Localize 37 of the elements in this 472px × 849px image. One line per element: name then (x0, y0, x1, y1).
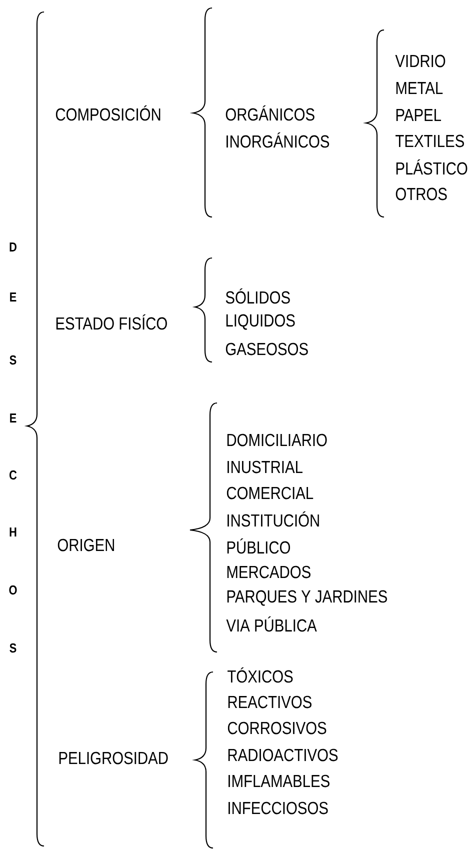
list-item: GASEOSOS (226, 342, 308, 356)
list-item: RADIOACTIVOS (228, 748, 338, 762)
list-item: INUSTRIAL (228, 460, 302, 474)
list-item: PLÁSTICO (396, 159, 468, 175)
vertical-letter: D (10, 242, 16, 252)
list-item: ORGÁNICOS (226, 105, 314, 121)
list-item: IMFLAMABLES (228, 774, 330, 788)
vertical-letter: C (10, 470, 17, 480)
list-item: INFECCIOSOS (228, 802, 328, 814)
vertical-letter: E (10, 292, 16, 302)
list-item: SÓLIDOS (226, 288, 290, 304)
list-item: PÚBLICO (227, 538, 290, 554)
category-label: ESTADO FISÍCO (56, 314, 167, 330)
list-item: TÓXICOS (228, 667, 293, 683)
category-label: COMPOSICIÓN (56, 105, 160, 121)
list-item: INORGÁNICOS (226, 132, 330, 148)
list-item: COMERCIAL (226, 486, 314, 500)
list-item: LIQUIDOS (226, 314, 295, 330)
list-item: PAPEL (396, 108, 442, 122)
list-item: CORROSIVOS (228, 722, 326, 734)
list-item: OTROS (396, 188, 447, 200)
list-item: MERCADOS (227, 566, 310, 578)
list-item: PARQUES Y JARDINES (227, 590, 387, 606)
category-label: PELIGROSIDAD (59, 752, 168, 764)
vertical-letter: O (9, 585, 17, 595)
list-item: DOMICILIARIO (227, 434, 327, 446)
vertical-letter: S (10, 355, 16, 365)
vertical-letter: S (10, 643, 16, 653)
list-item: VIA PÚBLICA (226, 616, 317, 632)
vertical-letter: H (10, 528, 16, 536)
category-label: ORIGEN (58, 538, 114, 552)
list-item: TEXTILES (396, 134, 464, 148)
list-item: VIDRIO (395, 54, 446, 68)
list-item: INSTITUCIÓN (228, 511, 319, 527)
list-item: METAL (396, 82, 443, 94)
list-item: REACTIVOS (228, 696, 312, 708)
vertical-letter: E (10, 414, 16, 422)
